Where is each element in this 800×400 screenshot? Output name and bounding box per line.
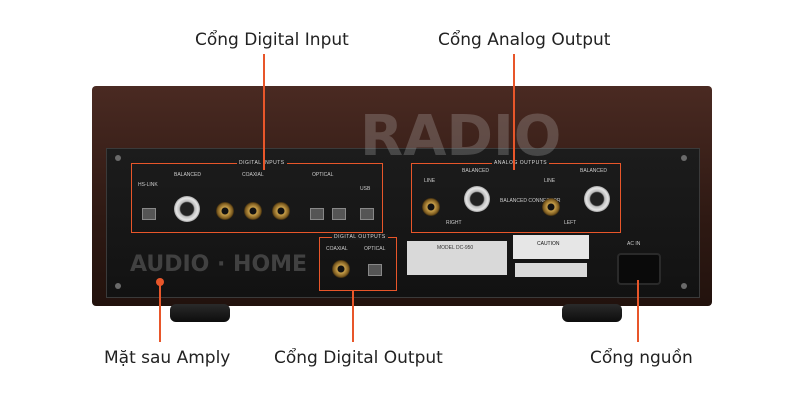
analog-outputs-group: ANALOG OUTPUTS LINE BALANCED RIGHT BALAN… [411, 160, 621, 233]
coaxial-input-1[interactable] [272, 202, 290, 220]
balanced-connector-label: BALANCED CONNECTOR [500, 198, 561, 204]
right-label: RIGHT [446, 220, 462, 226]
line-output-right[interactable] [422, 198, 440, 216]
digital-inputs-group: DIGITAL INPUTS HS-LINK BALANCED COAXIAL … [131, 160, 383, 233]
optical-label: OPTICAL [312, 172, 334, 178]
watermark-bottom: AUDIO · HOME [130, 252, 308, 277]
dot-rear-panel [156, 278, 164, 286]
leader-digital-output [352, 290, 354, 342]
usb-port[interactable] [360, 208, 374, 220]
ac-inlet[interactable] [617, 253, 661, 285]
balanced-right-label: BALANCED [462, 168, 489, 174]
coaxial-out-label: COAXIAL [326, 246, 348, 252]
optical-out-label: OPTICAL [364, 246, 386, 252]
coaxial-label: COAXIAL [242, 172, 264, 178]
caution-label: CAUTION [513, 235, 589, 259]
screw [115, 155, 121, 161]
coaxial-input-3[interactable] [216, 202, 234, 220]
rear-panel: DIGITAL INPUTS HS-LINK BALANCED COAXIAL … [106, 148, 700, 298]
optical-input-1[interactable] [332, 208, 346, 220]
left-label: LEFT [564, 220, 577, 226]
caution-text: CAUTION [537, 241, 560, 247]
line-output-left[interactable] [542, 198, 560, 216]
coaxial-output-port[interactable] [332, 260, 350, 278]
optical-output-port[interactable] [368, 264, 382, 276]
hs-link-label: HS-LINK [138, 182, 158, 188]
balanced-left-label: BALANCED [580, 168, 607, 174]
foot-right [562, 304, 622, 322]
ac-in-label: AC IN [627, 241, 641, 247]
line-right-label: LINE [424, 178, 436, 184]
coaxial-input-2[interactable] [244, 202, 262, 220]
label-digital-output: Cổng Digital Output [274, 348, 443, 368]
digital-outputs-title: DIGITAL OUTPUTS [332, 234, 388, 240]
screw [681, 155, 687, 161]
balanced-label: BALANCED [174, 172, 201, 178]
model-plate: MODEL DC-950 [407, 241, 507, 275]
serial-plate [515, 263, 587, 277]
foot-left [170, 304, 230, 322]
screw [681, 283, 687, 289]
label-power-port: Cổng nguồn [590, 348, 693, 368]
label-analog-output: Cổng Analog Output [438, 30, 611, 50]
screw [115, 283, 121, 289]
leader-power-port [637, 280, 639, 342]
optical-input-2[interactable] [310, 208, 324, 220]
hs-link-port[interactable] [142, 208, 156, 220]
label-rear-panel: Mặt sau Amply [104, 348, 231, 368]
digital-inputs-title: DIGITAL INPUTS [237, 160, 287, 166]
line-left-label: LINE [544, 178, 556, 184]
digital-outputs-group: DIGITAL OUTPUTS COAXIAL OPTICAL [319, 234, 397, 291]
analog-outputs-title: ANALOG OUTPUTS [492, 160, 550, 166]
leader-rear-panel [159, 282, 161, 342]
balanced-input-port[interactable] [174, 196, 200, 222]
leader-analog-output [513, 54, 515, 170]
watermark-top: RADIO [360, 104, 562, 169]
usb-label: USB [360, 186, 371, 192]
balanced-output-left[interactable] [584, 186, 610, 212]
amplifier-rear: DIGITAL INPUTS HS-LINK BALANCED COAXIAL … [92, 86, 712, 322]
label-digital-input: Cổng Digital Input [195, 30, 349, 50]
balanced-output-right[interactable] [464, 186, 490, 212]
leader-digital-input [263, 54, 265, 170]
model-text: MODEL DC-950 [437, 245, 474, 251]
